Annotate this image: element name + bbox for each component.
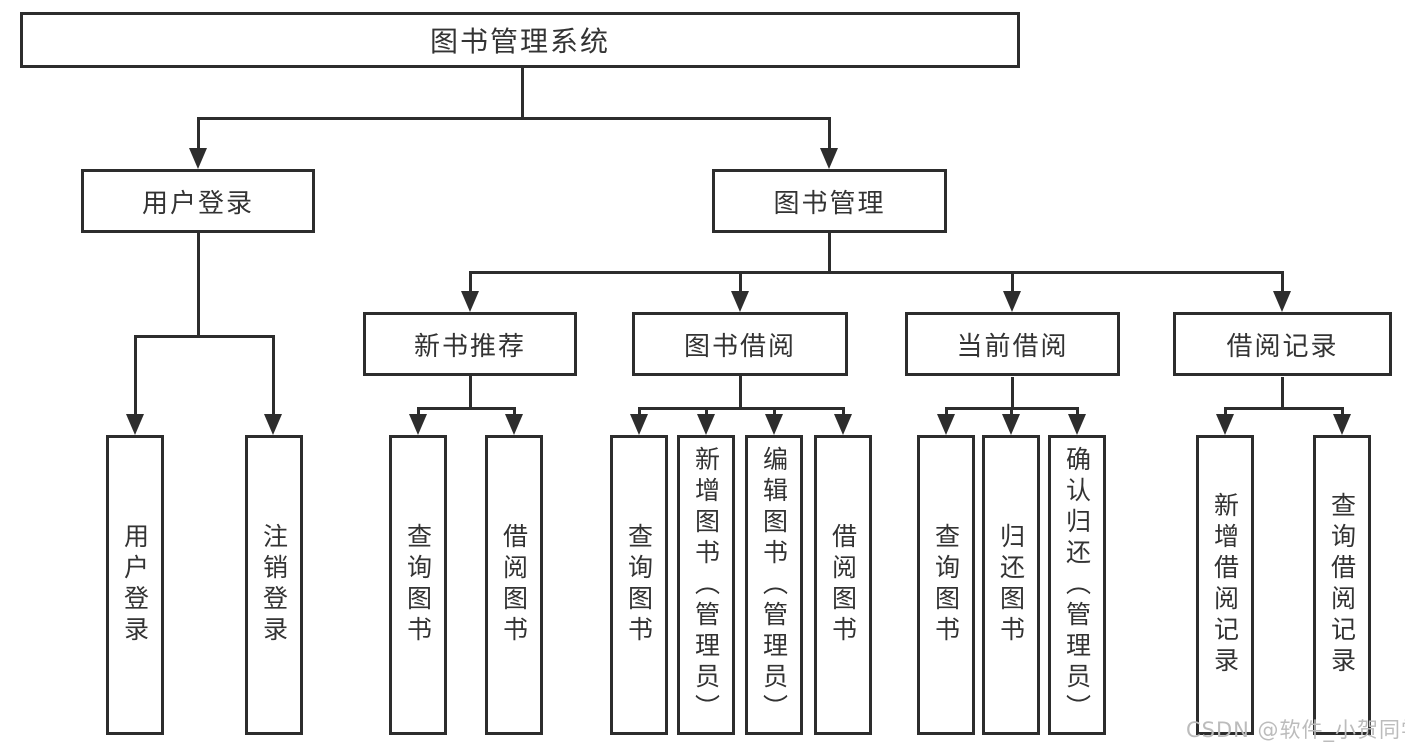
arrow-down-icon: [1002, 414, 1020, 435]
node-label: 图书管理: [773, 188, 886, 219]
leaf-label: 新增图书（管理员）: [691, 445, 721, 725]
leaf-label: 借阅图书: [828, 523, 858, 647]
arrow-down-icon: [264, 414, 282, 435]
connector-drop-user-login: [197, 117, 200, 150]
leaf-query-books-current: 查询图书: [917, 435, 975, 735]
connector-drop-leaf: [945, 407, 948, 418]
connector-borrow-records-split: [1224, 407, 1343, 410]
node-label: 图书借阅: [683, 331, 796, 362]
connector-drop-current-borrow: [1011, 271, 1014, 295]
leaf-return-books: 归还图书: [982, 435, 1040, 735]
leaf-label: 查询图书: [931, 523, 961, 647]
node-current-borrow: 当前借阅: [905, 312, 1120, 376]
leaf-label: 编辑图书（管理员）: [759, 445, 789, 725]
connector-drop-new-books: [469, 271, 472, 295]
connector-new-books-split: [417, 407, 516, 410]
connector-user-login-split: [134, 335, 275, 338]
connector-root-stem: [521, 68, 524, 120]
arrow-down-icon: [461, 291, 479, 312]
node-library-system: 图书管理系统: [20, 12, 1020, 68]
connector-drop-borrow-records: [1281, 271, 1284, 295]
leaf-add-borrow-record: 新增借阅记录: [1196, 435, 1254, 735]
connector-book-borrow-split: [638, 407, 845, 410]
connector-drop-leaf: [773, 407, 776, 418]
leaf-label: 查询图书: [624, 523, 654, 647]
leaf-borrow-books: 借阅图书: [814, 435, 872, 735]
leaf-label: 查询借阅记录: [1327, 492, 1357, 678]
connector-level1-split: [197, 117, 831, 120]
csdn-watermark: CSDN @软件_小贺同学: [1186, 718, 1405, 742]
node-borrow-records: 借阅记录: [1173, 312, 1392, 376]
connector-drop-leaf: [1224, 407, 1227, 418]
connector-drop-leaf: [1010, 407, 1013, 418]
connector-drop-leaf: [638, 407, 641, 418]
arrow-down-icon: [505, 414, 523, 435]
connector-drop-book-mgmt: [828, 117, 831, 150]
connector-drop-leaf: [134, 335, 137, 416]
arrow-down-icon: [697, 414, 715, 435]
connector-drop-leaf: [842, 407, 845, 418]
node-label: 图书管理系统: [429, 25, 610, 58]
leaf-label: 确认归还（管理员）: [1062, 445, 1092, 725]
leaf-label: 查询图书: [403, 523, 433, 647]
leaf-edit-books-admin: 编辑图书（管理员）: [745, 435, 803, 735]
connector-drop-leaf: [513, 407, 516, 418]
connector-level3-split: [469, 271, 1283, 274]
leaf-query-borrow-record: 查询借阅记录: [1313, 435, 1371, 735]
leaf-confirm-return-admin: 确认归还（管理员）: [1048, 435, 1106, 735]
leaf-label: 用户登录: [120, 523, 150, 647]
node-label: 借阅记录: [1226, 331, 1339, 362]
node-book-management: 图书管理: [712, 169, 947, 233]
arrow-down-icon: [630, 414, 648, 435]
node-label: 用户登录: [141, 188, 254, 219]
arrow-down-icon: [820, 148, 838, 169]
arrow-down-icon: [1273, 291, 1291, 312]
connector-drop-book-borrow: [739, 271, 742, 295]
connector-drop-leaf: [705, 407, 708, 418]
connector-user-login-stem: [197, 233, 200, 337]
arrow-down-icon: [834, 414, 852, 435]
node-book-borrow: 图书借阅: [632, 312, 848, 376]
leaf-label: 借阅图书: [499, 523, 529, 647]
arrow-down-icon: [1216, 414, 1234, 435]
arrow-down-icon: [1068, 414, 1086, 435]
leaf-add-books-admin: 新增图书（管理员）: [677, 435, 735, 735]
leaf-query-books-recommend: 查询图书: [389, 435, 447, 735]
leaf-label: 归还图书: [996, 523, 1026, 647]
node-label: 新书推荐: [413, 331, 526, 362]
arrow-down-icon: [1333, 414, 1351, 435]
connector-drop-leaf: [272, 335, 275, 416]
connector-drop-leaf: [1341, 407, 1344, 418]
connector-book-mgmt-stem: [828, 233, 831, 273]
connector-drop-leaf: [417, 407, 420, 418]
leaf-label: 注销登录: [259, 523, 289, 647]
connector-borrow-records-stem: [1281, 377, 1284, 409]
leaf-borrow-books-recommend: 借阅图书: [485, 435, 543, 735]
arrow-down-icon: [1003, 291, 1021, 312]
connector-drop-leaf: [1076, 407, 1079, 418]
leaf-user-login: 用户登录: [106, 435, 164, 735]
leaf-logout: 注销登录: [245, 435, 303, 735]
node-user-login: 用户登录: [81, 169, 315, 233]
leaf-label: 新增借阅记录: [1210, 492, 1240, 678]
node-new-book-recommend: 新书推荐: [363, 312, 577, 376]
arrow-down-icon: [126, 414, 144, 435]
leaf-query-books-borrow: 查询图书: [610, 435, 668, 735]
arrow-down-icon: [937, 414, 955, 435]
connector-new-books-stem: [469, 376, 472, 409]
connector-book-borrow-stem: [739, 376, 742, 409]
node-label: 当前借阅: [956, 331, 1069, 362]
arrow-down-icon: [765, 414, 783, 435]
arrow-down-icon: [409, 414, 427, 435]
arrow-down-icon: [731, 291, 749, 312]
arrow-down-icon: [189, 148, 207, 169]
connector-current-borrow-stem: [1011, 377, 1014, 409]
